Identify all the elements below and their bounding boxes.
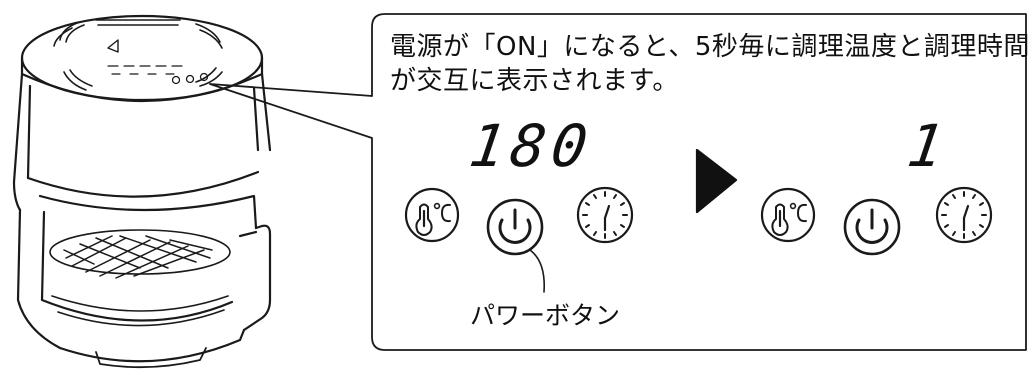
power-leader-line	[529, 249, 546, 293]
callout-text-line1: 電源が「ON」になると、5秒毎に調理温度と調理時間	[390, 32, 1030, 62]
callout-text-line2: が交互に表示されます。	[390, 66, 679, 96]
lid-start-icon	[107, 39, 119, 53]
lid-buttons	[171, 72, 209, 85]
food-fries-icon	[63, 235, 213, 279]
temperature-readout: 180	[465, 112, 598, 180]
air-fryer-illustration	[12, 14, 272, 369]
clock-icon-right	[935, 186, 993, 244]
clock-icon-left	[576, 186, 634, 244]
callout-box	[209, 13, 1027, 351]
power-icon-left	[486, 198, 544, 256]
power-icon-right	[843, 198, 901, 256]
vent-slots-icon	[53, 19, 223, 91]
power-button-label: パワーボタン	[470, 301, 621, 330]
play-arrow-icon	[695, 148, 738, 214]
thermometer-celsius-icon-left	[404, 187, 460, 243]
thermometer-celsius-icon-right	[760, 187, 816, 243]
